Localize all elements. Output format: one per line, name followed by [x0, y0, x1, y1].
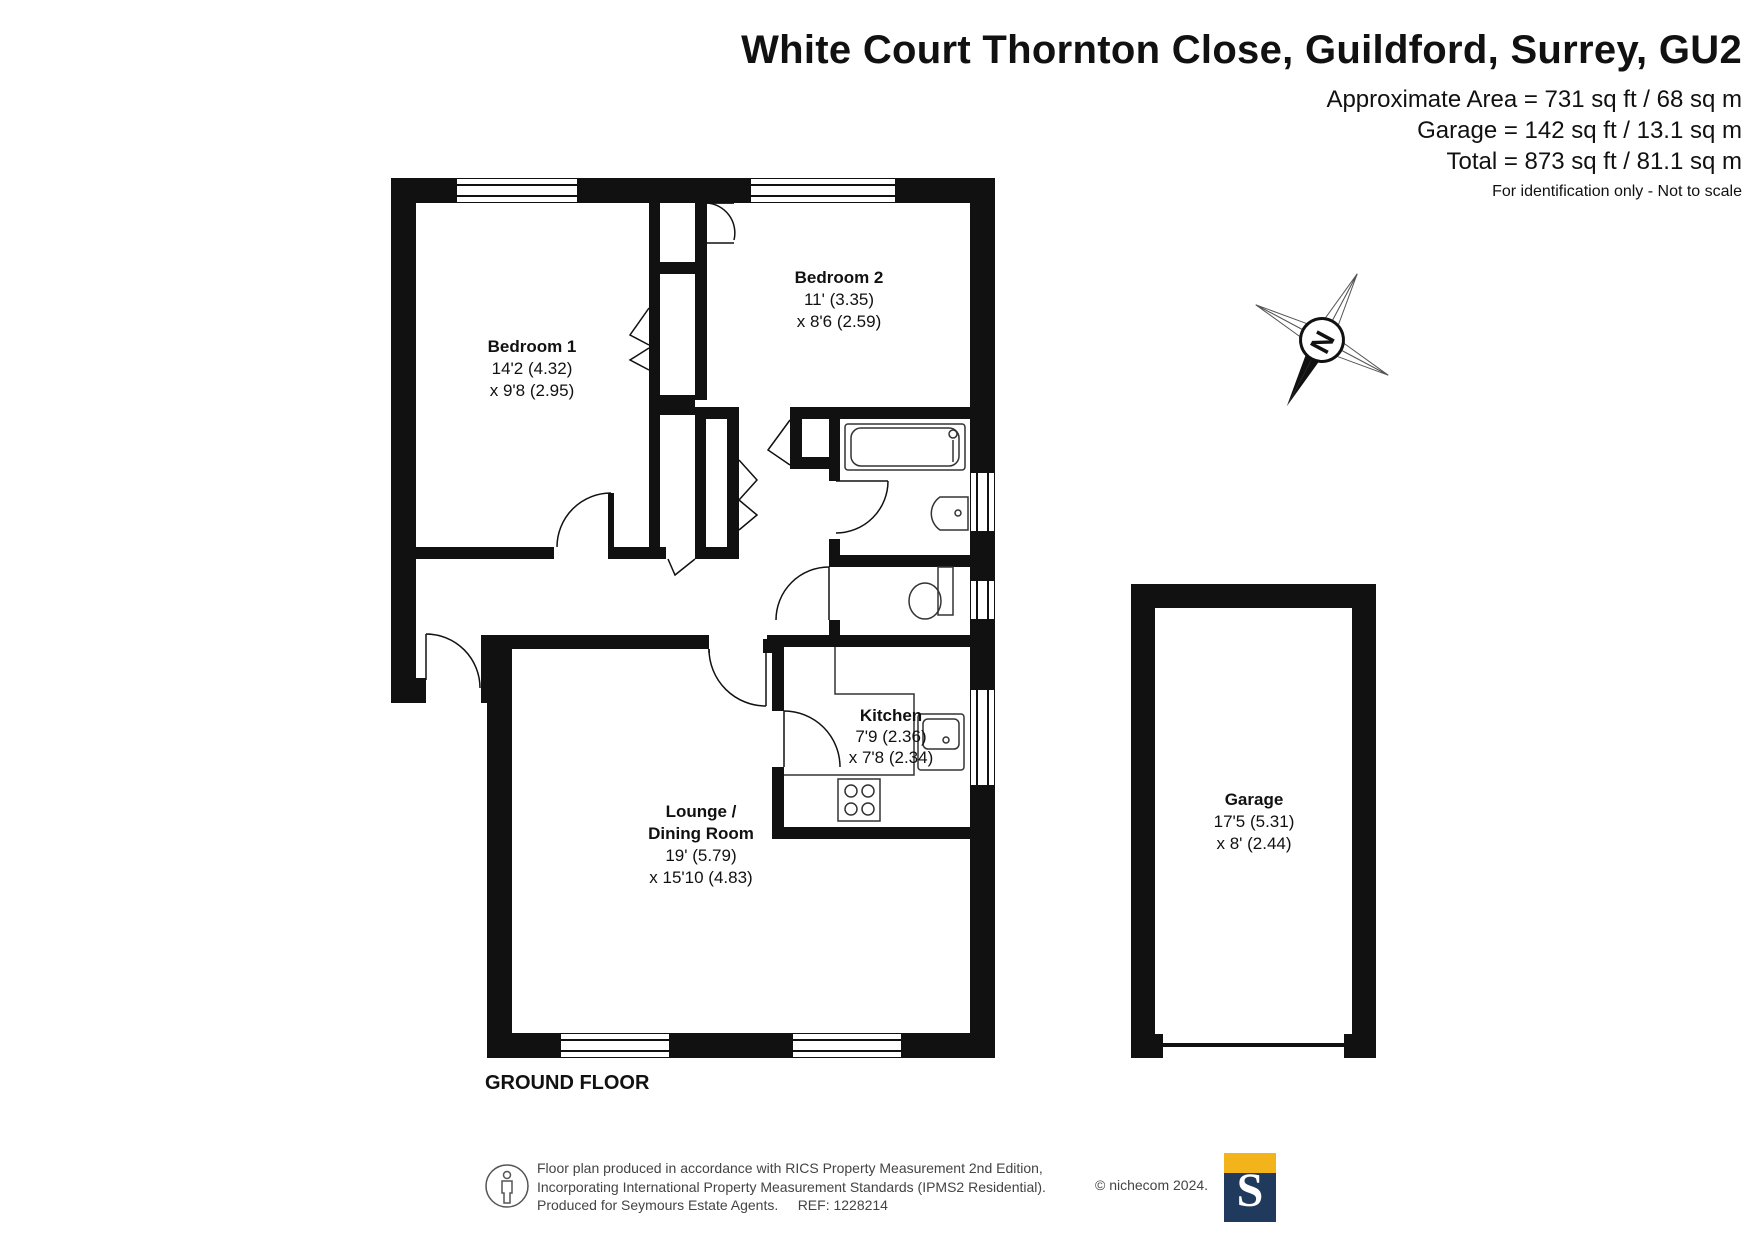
- hob-icon: [837, 778, 881, 822]
- window-kitchen: [971, 690, 994, 785]
- window-lounge-left: [561, 1034, 669, 1057]
- bedroom1-dim2: x 9'8 (2.95): [490, 381, 575, 400]
- footer-text: Floor plan produced in accordance with R…: [537, 1159, 1046, 1215]
- footer-line-3: Produced for Seymours Estate Agents. REF…: [537, 1197, 888, 1213]
- total-area: Total = 873 sq ft / 81.1 sq m: [1446, 148, 1743, 175]
- kitchen-dim2: x 7'8 (2.34): [849, 748, 934, 767]
- garage-name: Garage: [1225, 790, 1284, 809]
- garage-dim2: x 8' (2.44): [1216, 834, 1291, 853]
- sink-icon: [930, 496, 969, 531]
- bedroom1-name: Bedroom 1: [488, 337, 577, 356]
- footer-line-1: Floor plan produced in accordance with R…: [537, 1160, 1043, 1176]
- interior-walls: [416, 203, 970, 839]
- doors: [425, 202, 889, 768]
- kitchen-fixtures: [784, 647, 965, 822]
- tap-icon: [948, 429, 958, 439]
- window-bathroom: [971, 473, 994, 531]
- windows: [457, 179, 994, 1057]
- logo-letter: S: [1236, 1164, 1264, 1217]
- identification-note: For identification only - Not to scale: [1492, 183, 1742, 200]
- window-bedroom1: [457, 179, 577, 202]
- lounge-dim1: 19' (5.79): [665, 846, 736, 865]
- window-bedroom2: [751, 179, 895, 202]
- lounge-dim2: x 15'10 (4.83): [649, 868, 752, 887]
- room-labels: Bedroom 1 14'2 (4.32) x 9'8 (2.95) Bedro…: [488, 268, 1295, 887]
- bath-basin-icon: [850, 427, 960, 467]
- compass-icon: [1255, 273, 1389, 407]
- bathroom-fixtures: [844, 423, 969, 620]
- lounge-name-line1: Lounge /: [666, 802, 737, 821]
- window-wc: [971, 581, 994, 619]
- garage-area: Garage = 142 sq ft / 13.1 sq m: [1417, 117, 1742, 144]
- lounge-name-line2: Dining Room: [648, 824, 754, 843]
- garage-dim1: 17'5 (5.31): [1214, 812, 1295, 831]
- bath-icon: [844, 423, 966, 471]
- person-scale-icon: [485, 1164, 529, 1208]
- kitchen-sink-icon: [917, 713, 965, 771]
- bedroom2-dim2: x 8'6 (2.59): [797, 312, 882, 331]
- kitchen-dim1: 7'9 (2.36): [855, 727, 926, 746]
- toilet-icon: [908, 582, 942, 620]
- window-lounge-right: [793, 1034, 901, 1057]
- approximate-area: Approximate Area = 731 sq ft / 68 sq m: [1326, 86, 1742, 113]
- outer-walls: [391, 178, 995, 1058]
- logo-top-band: [1224, 1153, 1276, 1173]
- kitchen-name: Kitchen: [860, 706, 922, 725]
- property-title: White Court Thornton Close, Guildford, S…: [741, 28, 1742, 72]
- footer-line-2: Incorporating International Property Mea…: [537, 1178, 1046, 1195]
- copyright: © nichecom 2024.: [1095, 1177, 1209, 1193]
- seymours-logo: S: [1224, 1153, 1276, 1222]
- floor-label: GROUND FLOOR: [485, 1072, 650, 1094]
- worktop-outline: [784, 647, 915, 776]
- bedroom2-dim1: 11' (3.35): [804, 290, 874, 309]
- bedroom1-dim1: 14'2 (4.32): [492, 359, 573, 378]
- garage-walls: [1131, 584, 1376, 1058]
- bedroom2-name: Bedroom 2: [795, 268, 884, 287]
